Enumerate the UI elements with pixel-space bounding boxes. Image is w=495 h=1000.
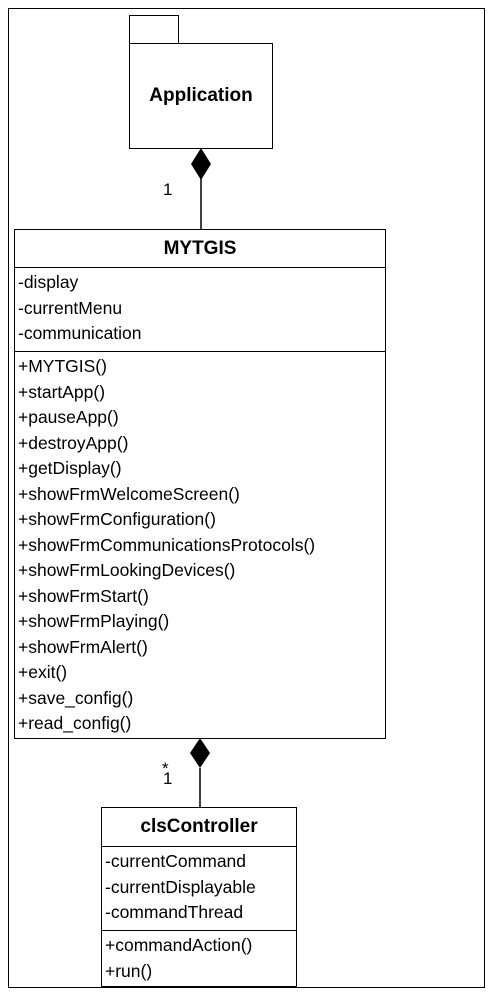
operation: +showFrmStart() <box>18 585 149 606</box>
attribute: -display <box>18 272 79 292</box>
package-name: Application <box>149 85 253 106</box>
multiplicity-upper-label: * <box>162 759 169 778</box>
operation: +pauseApp() <box>18 407 119 427</box>
operation: +save_config() <box>18 687 134 708</box>
attribute: -communication <box>18 323 142 343</box>
operations-compartment: +commandAction() +run() <box>102 931 296 986</box>
multiplicity-label: 1 <box>163 180 173 199</box>
diagram-frame <box>8 8 485 988</box>
attribute: -currentCommand <box>105 851 247 871</box>
attribute: -commandThread <box>105 902 244 922</box>
operation: +MYTGIS() <box>18 356 107 376</box>
operation: +run() <box>105 960 153 981</box>
operation: +destroyApp() <box>18 432 129 453</box>
class-name: clsController <box>102 808 296 847</box>
composition-diamond-mytgis <box>190 738 210 768</box>
package-application: Application <box>129 43 273 149</box>
attribute: -currentMenu <box>18 297 123 318</box>
operation: +showFrmConfiguration() <box>18 509 216 529</box>
operation: +exit() <box>18 662 68 682</box>
operation: +showFrmAlert() <box>18 636 148 657</box>
package-tab <box>129 15 179 45</box>
operation: +showFrmLookingDevices() <box>18 560 236 580</box>
class-name: MYTGIS <box>15 230 385 268</box>
operation: +showFrmWelcomeScreen() <box>18 483 240 504</box>
attributes-compartment: -currentCommand -currentDisplayable -com… <box>102 847 296 931</box>
operation: +showFrmPlaying() <box>18 611 170 631</box>
composition-diamond-application <box>191 148 211 180</box>
operations-compartment: +MYTGIS() +startApp() +pauseApp() +destr… <box>15 352 385 739</box>
operation: +getDisplay() <box>18 458 122 478</box>
class-mytgis: MYTGIS -display -currentMenu -communicat… <box>14 229 386 739</box>
operation: +showFrmCommunicationsProtocols() <box>18 534 316 555</box>
operation: +read_config() <box>18 713 132 733</box>
class-clscontroller: clsController -currentCommand -currentDi… <box>101 807 297 987</box>
multiplicity-lower-label: 1 <box>163 769 173 788</box>
operation: +commandAction() <box>105 935 253 955</box>
attributes-compartment: -display -currentMenu -communication <box>15 268 385 352</box>
attribute: -currentDisplayable <box>105 876 256 897</box>
operation: +startApp() <box>18 381 106 402</box>
